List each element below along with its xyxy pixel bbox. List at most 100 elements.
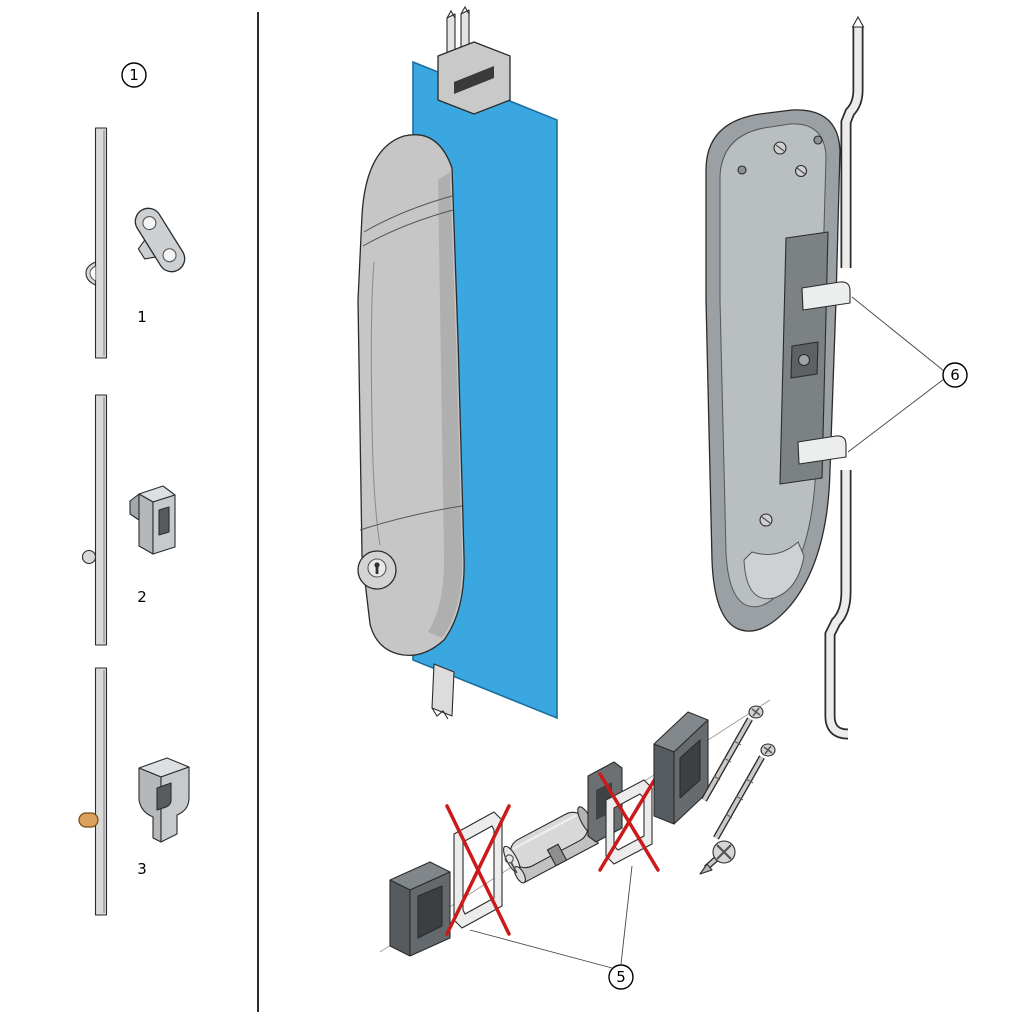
latch-front-face xyxy=(138,493,154,555)
gasket-crossed-2 xyxy=(598,772,660,872)
cylinder-front-flange-cap xyxy=(513,866,526,884)
callout-5-line-right xyxy=(620,865,633,965)
boss-top-right xyxy=(813,135,823,145)
handle-rear-view: 6 xyxy=(705,15,968,740)
cam-hole-bottom xyxy=(162,248,177,263)
screw-2-cross-b xyxy=(764,745,772,755)
keyhole-slot xyxy=(375,565,379,574)
part-label-1: 1 xyxy=(137,308,147,326)
pan-screw-tip xyxy=(699,863,713,875)
gasket-crossed-1 xyxy=(445,804,511,936)
rod-break-mark-2 xyxy=(460,5,470,15)
callout-circle-1 xyxy=(121,62,147,88)
exploded-lock-kit: 5 xyxy=(379,699,776,990)
boss-top-left xyxy=(737,165,747,175)
rod-guide-upper xyxy=(801,281,851,311)
part-label-2: 2 xyxy=(137,588,147,606)
adapter-housing xyxy=(389,861,451,957)
handle-seam-1 xyxy=(363,195,453,233)
rod-break-mark-1 xyxy=(446,9,456,19)
callout-circle-5 xyxy=(608,964,634,990)
callout-5-line-left xyxy=(469,929,613,969)
handle-body xyxy=(357,134,465,657)
clamp-cavity xyxy=(679,739,701,799)
callout-6-line-upper xyxy=(851,296,945,372)
phillips-cross-b xyxy=(716,844,732,860)
red-cross-2 xyxy=(598,772,660,872)
rod-section-3: 3 xyxy=(78,667,190,916)
callout-text-6: 6 xyxy=(950,366,960,384)
rod-bar-2 xyxy=(94,394,108,646)
screw-long-2 xyxy=(713,743,776,840)
clamp-bracket xyxy=(653,711,709,825)
handle-seam-2 xyxy=(362,209,454,247)
cam-hole-top xyxy=(142,215,157,231)
step-panel: 1 1 xyxy=(78,62,190,916)
screw-2-thread-c xyxy=(745,778,754,784)
part-label-3: 3 xyxy=(137,860,147,878)
frame-profile xyxy=(437,41,511,115)
key-slot xyxy=(510,861,518,874)
rod-break-top xyxy=(851,15,865,28)
rod-guide-lower xyxy=(797,435,847,465)
lock-cylinder xyxy=(503,806,599,884)
rod-hook-slot-1 xyxy=(89,265,96,282)
rod-bar-3 xyxy=(94,667,108,916)
part-cam-1 xyxy=(134,207,186,273)
callout-6: 6 xyxy=(847,296,968,453)
actuator-rod xyxy=(824,15,865,740)
screw-2-thread-b xyxy=(735,795,744,801)
handle-grip-line xyxy=(370,261,381,546)
adapter-front-face xyxy=(389,879,411,957)
step-callout-1: 1 xyxy=(121,62,147,88)
cam-body xyxy=(134,207,186,273)
cylinder-highlight xyxy=(512,814,578,850)
rod-section-1: 1 xyxy=(85,127,186,359)
callout-text-1: 1 xyxy=(129,66,139,84)
callout-6-line-lower xyxy=(847,378,945,453)
latch-slot xyxy=(158,506,170,536)
part-latch-2 xyxy=(129,485,176,555)
handle-front xyxy=(357,134,465,657)
red-cross-2-line-b xyxy=(598,772,660,872)
claw-notch xyxy=(156,782,172,811)
screw-slot-1 xyxy=(775,144,785,152)
rod-lower-fill xyxy=(826,470,850,738)
screw-2-thread-a xyxy=(725,813,733,819)
clamp-front-face xyxy=(653,743,675,825)
handle-housing-seam xyxy=(359,505,463,531)
door-handle-front-view xyxy=(357,5,558,720)
connecting-rod-top xyxy=(446,5,470,57)
mechanism-hub xyxy=(797,353,811,367)
part-claw-3 xyxy=(138,757,190,843)
frame-profile-slot xyxy=(454,66,494,94)
callout-5: 5 xyxy=(469,865,634,990)
cylinder-cam xyxy=(546,843,568,867)
screw-1-thread-b xyxy=(723,757,732,763)
connecting-rod-bottom xyxy=(431,663,455,720)
claw-front-face xyxy=(138,767,162,843)
screw-1-thread-c xyxy=(733,740,742,746)
rear-top-screws xyxy=(737,135,823,178)
rod-bar-1 xyxy=(94,127,108,359)
adapter-cavity xyxy=(417,885,443,939)
screw-long-1 xyxy=(701,705,764,802)
screw-slot-2 xyxy=(796,167,806,175)
rod-section-2: 2 xyxy=(81,394,176,646)
callout-text-5: 5 xyxy=(616,968,626,986)
screw-1-thread-a xyxy=(713,775,721,781)
callout-circle-6 xyxy=(942,362,968,388)
lock-barrel xyxy=(357,550,397,590)
rod-pin-tan-3 xyxy=(78,812,99,828)
screw-pan-head xyxy=(699,840,736,875)
handle-side-shade xyxy=(428,172,463,638)
latch-lip xyxy=(129,493,140,521)
rod-upper-fill xyxy=(842,26,862,268)
red-cross-1-line-b xyxy=(445,804,511,936)
rod-break-mark-3 xyxy=(431,707,449,720)
rear-cavity xyxy=(743,541,805,600)
red-cross-1 xyxy=(445,804,511,936)
rod-pin-2 xyxy=(81,549,97,565)
rod-bottom-strip xyxy=(431,663,455,717)
